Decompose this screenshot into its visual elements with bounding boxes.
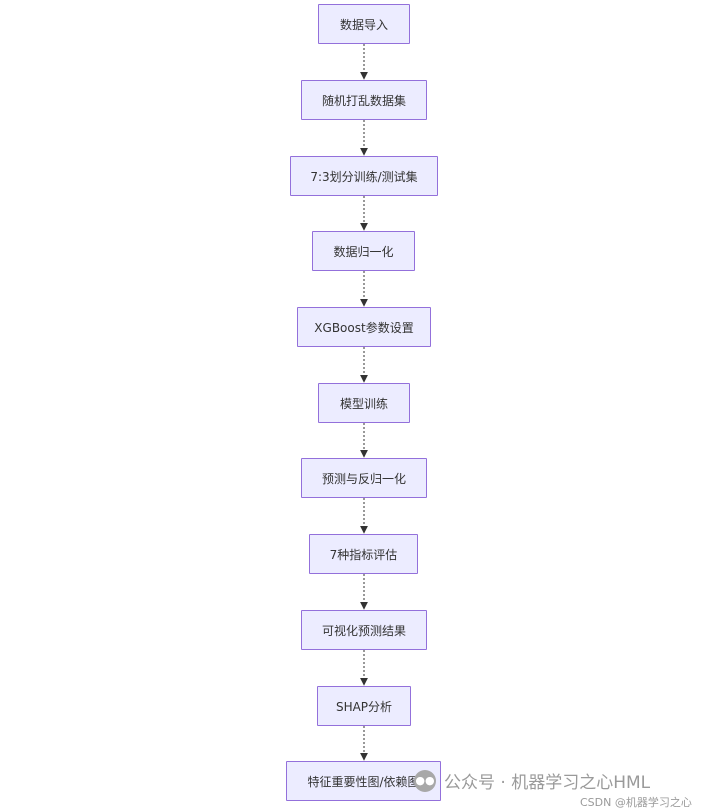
- node-shuffle-dataset: 随机打乱数据集: [301, 80, 427, 120]
- node-xgboost-params: XGBoost参数设置: [297, 307, 431, 347]
- node-shap-analysis: SHAP分析: [317, 686, 411, 726]
- watermark-text: 公众号 · 机器学习之心HML: [444, 773, 651, 793]
- node-label: 模型训练: [339, 396, 388, 411]
- node-label: 特征重要性图/依赖图: [307, 774, 420, 789]
- node-label: 7种指标评估: [329, 547, 398, 562]
- node-data-import: 数据导入: [318, 4, 410, 44]
- node-predict-denormalize: 预测与反归一化: [301, 458, 427, 498]
- node-label: 随机打乱数据集: [321, 93, 406, 108]
- node-label: 预测与反归一化: [321, 471, 406, 486]
- watermark: ●● 公众号 · 机器学习之心HML: [414, 768, 650, 793]
- node-label: SHAP分析: [335, 699, 393, 714]
- csdn-watermark: CSDN @机器学习之心: [580, 796, 692, 809]
- node-label: XGBoost参数设置: [314, 320, 414, 335]
- node-label: 7:3划分训练/测试集: [310, 169, 418, 184]
- wechat-icon: ●●: [414, 769, 436, 792]
- node-seven-metrics: 7种指标评估: [309, 534, 418, 574]
- node-label: 数据导入: [339, 17, 388, 32]
- node-label: 可视化预测结果: [321, 623, 406, 638]
- node-train-test-split: 7:3划分训练/测试集: [290, 156, 438, 196]
- node-model-training: 模型训练: [318, 383, 410, 423]
- node-label: 数据归一化: [333, 244, 394, 259]
- node-visualize-results: 可视化预测结果: [301, 610, 427, 650]
- node-normalization: 数据归一化: [312, 231, 415, 271]
